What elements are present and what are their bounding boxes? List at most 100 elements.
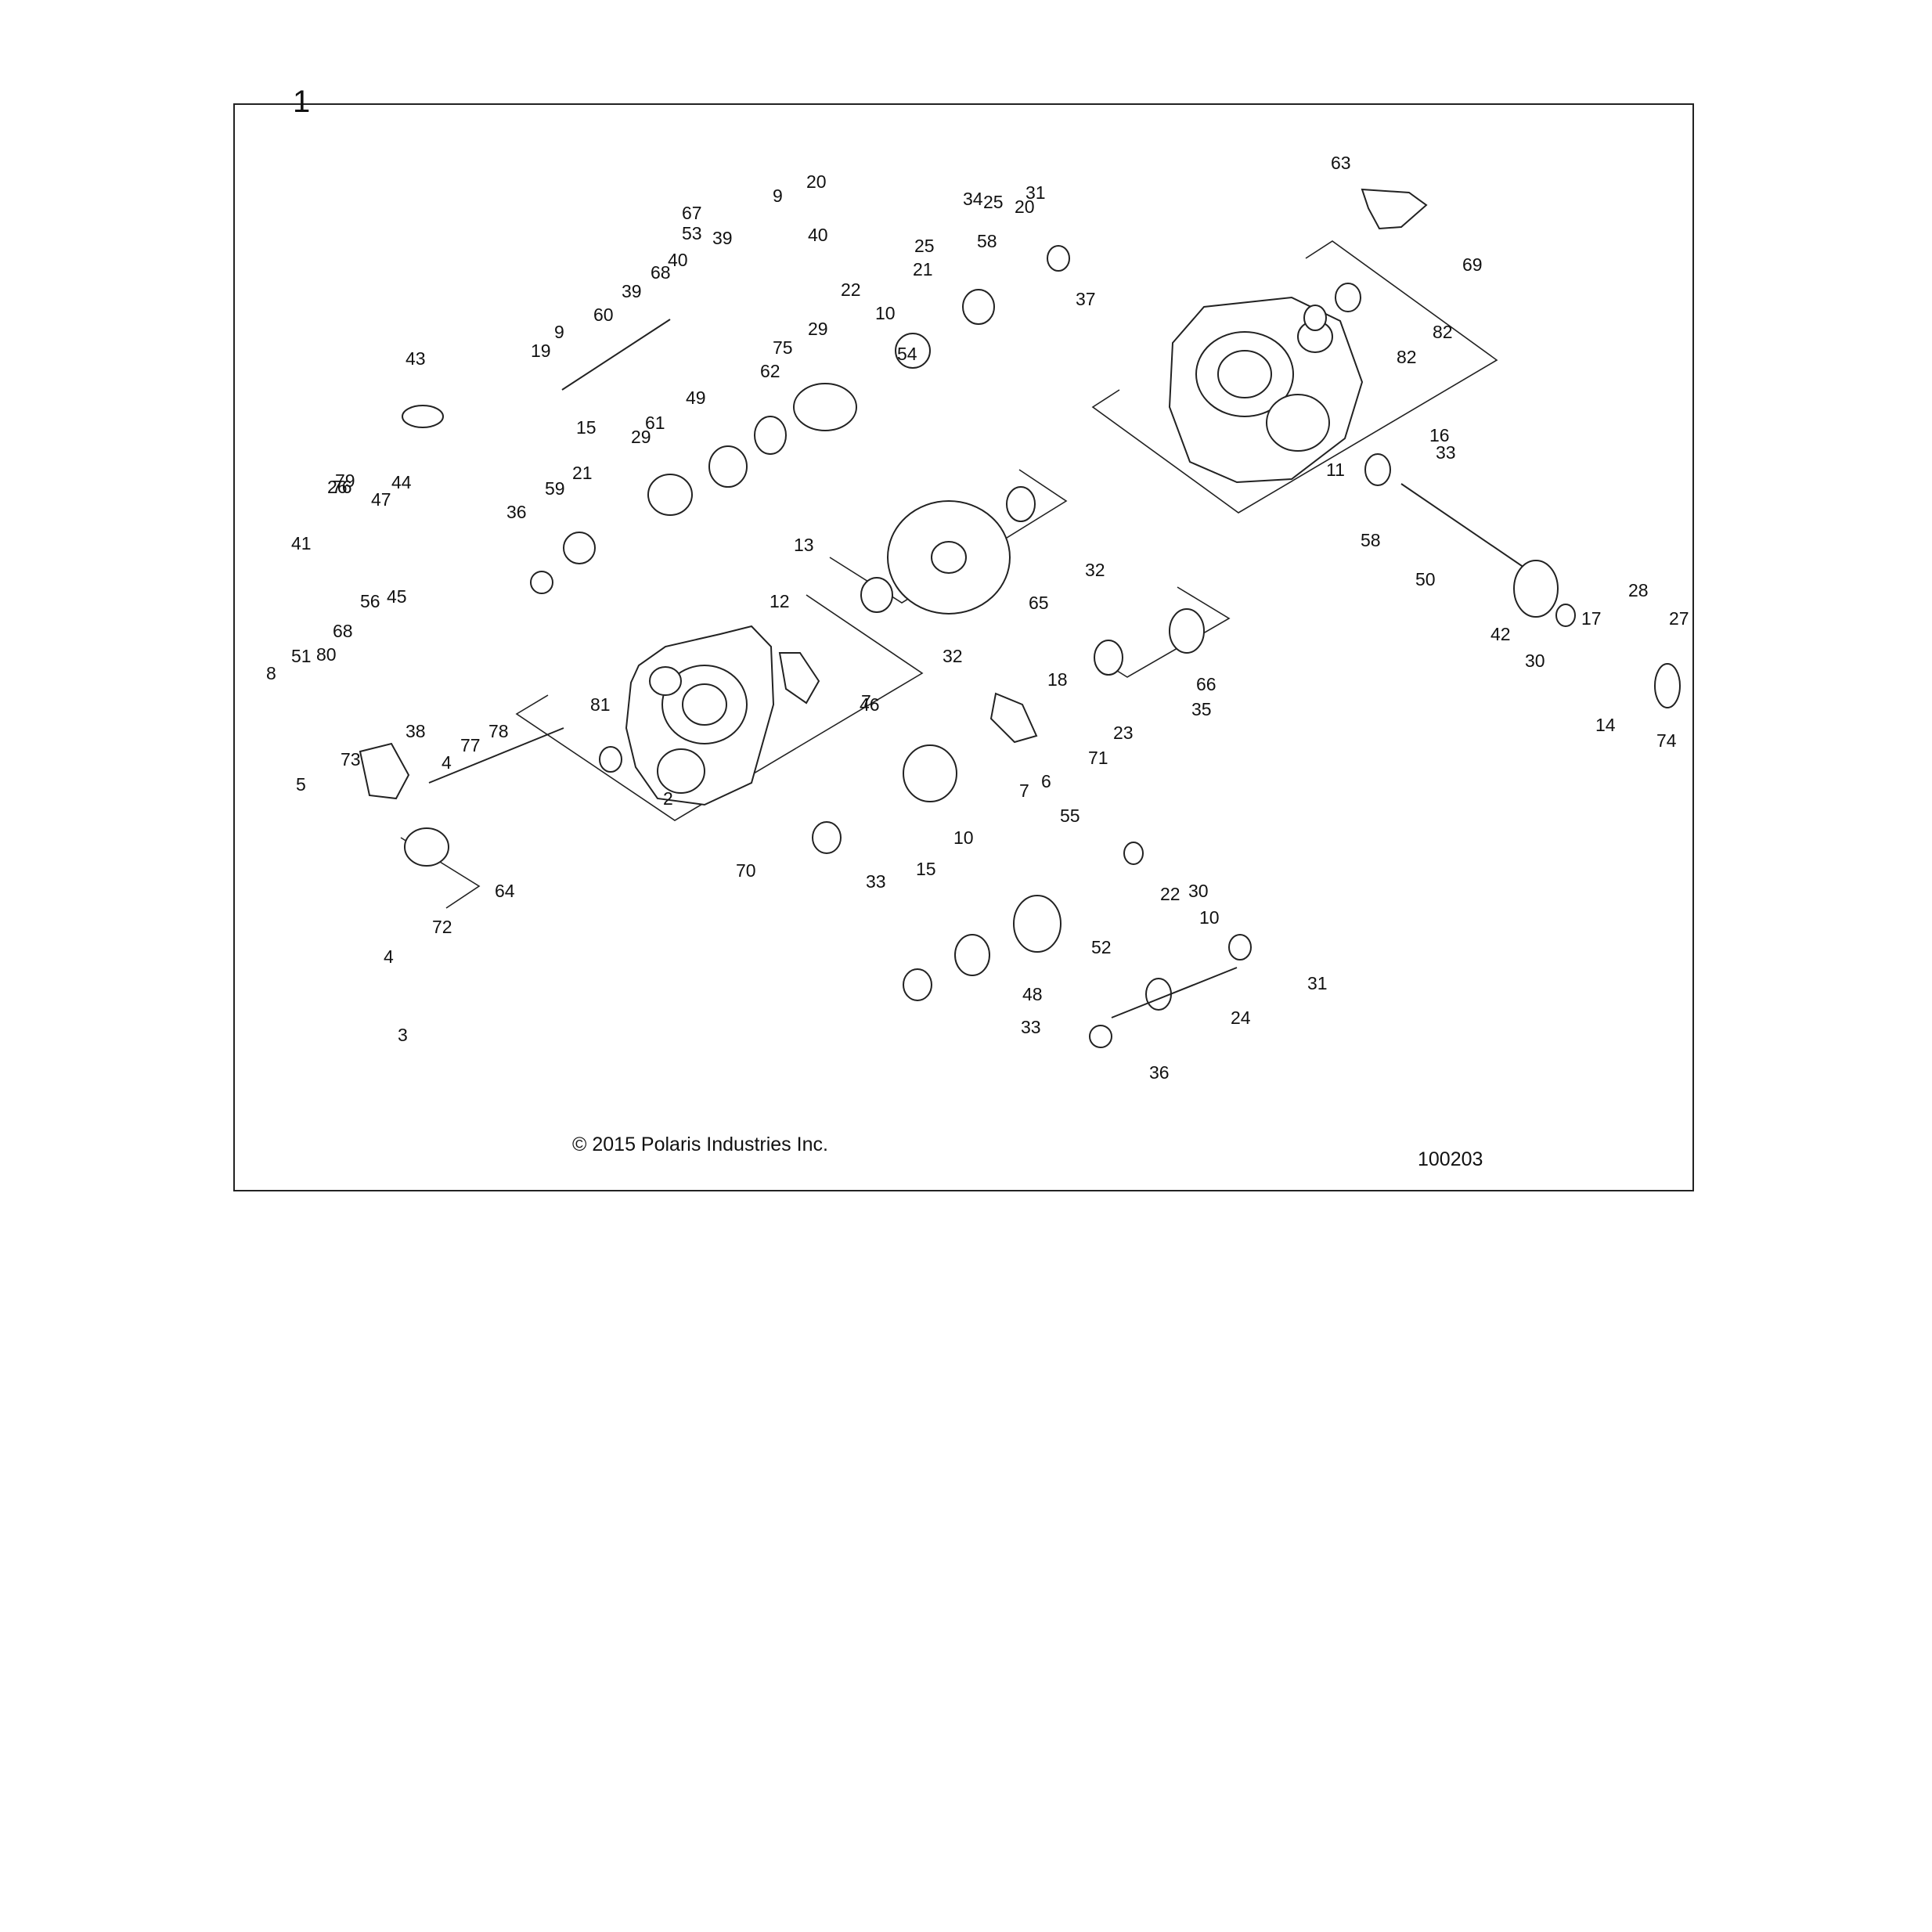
callout-label-15: 15 — [916, 859, 936, 879]
callout-label-55: 55 — [1060, 806, 1080, 826]
case-housing-front — [625, 625, 775, 806]
callout-label-77: 77 — [460, 735, 481, 755]
callout-label-31: 31 — [1025, 182, 1046, 203]
callout-label-81: 81 — [590, 694, 611, 715]
callout-label-32: 32 — [1085, 560, 1105, 580]
callout-label-10: 10 — [953, 827, 974, 848]
callout-label-32: 32 — [943, 646, 963, 666]
coupler-42 — [1513, 560, 1559, 618]
callout-label-74: 74 — [1656, 730, 1677, 751]
bearing-33c — [1364, 453, 1391, 486]
callout-label-33: 33 — [1021, 1017, 1041, 1037]
callout-label-3: 3 — [398, 1025, 408, 1045]
bracket-74 — [359, 742, 410, 800]
callout-label-39: 39 — [622, 281, 642, 301]
callout-label-59: 59 — [545, 478, 565, 499]
callout-label-68: 68 — [651, 262, 671, 283]
copyright-notice: © 2015 Polaris Industries Inc. — [572, 1134, 828, 1155]
shift-drum-43 — [402, 405, 444, 428]
seal-82b — [599, 746, 622, 773]
callout-label-10: 10 — [875, 303, 896, 323]
seal-82a — [1303, 305, 1327, 331]
callout-label-75: 75 — [773, 337, 793, 358]
callout-label-29: 29 — [631, 427, 651, 447]
callout-label-78: 78 — [488, 721, 509, 741]
callout-label-82: 82 — [1433, 322, 1453, 342]
bearing-33a — [812, 821, 842, 854]
callout-label-27: 27 — [1669, 608, 1689, 629]
bearing-30a — [1123, 842, 1144, 865]
bearing-83 — [1335, 283, 1361, 312]
cover-53 — [404, 827, 449, 867]
callout-label-30: 30 — [1188, 881, 1209, 901]
callout-label-52: 52 — [1091, 937, 1112, 957]
callout-label-10: 10 — [1199, 907, 1220, 928]
callout-label-48: 48 — [1022, 984, 1043, 1004]
callout-label-39: 39 — [712, 228, 733, 248]
figure-id: 100203 — [1418, 1148, 1483, 1170]
sprocket-63 — [754, 416, 787, 455]
callout-label-33: 33 — [1436, 442, 1456, 463]
callout-label-72: 72 — [432, 917, 452, 937]
diagram-frame — [233, 103, 1694, 1191]
bearing-32a — [1006, 486, 1036, 522]
callout-label-2: 2 — [663, 788, 673, 809]
gear-75 — [1654, 663, 1681, 708]
bearing-36b — [1089, 1025, 1112, 1048]
group-box-71 — [515, 594, 924, 821]
callout-label-40: 40 — [668, 250, 688, 270]
bearing-33b — [903, 968, 932, 1001]
callout-label-17: 17 — [1581, 608, 1602, 629]
callout-label-15: 15 — [576, 417, 597, 438]
callout-label-43: 43 — [406, 348, 426, 369]
callout-label-9: 9 — [554, 322, 564, 342]
callout-label-46: 46 — [860, 694, 880, 715]
callout-label-79: 79 — [335, 470, 355, 491]
plate-46 — [778, 652, 820, 705]
callout-label-26: 26 — [327, 477, 348, 497]
callout-label-36: 36 — [1149, 1062, 1170, 1083]
bearing-32b — [860, 577, 893, 613]
callout-label-47: 47 — [371, 489, 391, 510]
callout-label-5: 5 — [296, 774, 306, 795]
gasket-72 — [989, 692, 1038, 744]
callout-label-11: 11 — [1326, 460, 1345, 480]
callout-label-50: 50 — [1415, 569, 1436, 589]
gear-55 — [895, 333, 931, 369]
callout-label-21: 21 — [572, 463, 593, 483]
callout-label-53: 53 — [682, 223, 702, 243]
callout-label-16: 16 — [1429, 425, 1450, 445]
gear-56 — [903, 744, 957, 802]
callout-label-54: 54 — [897, 344, 917, 364]
bearing-35 — [1094, 640, 1123, 676]
chain-76 — [793, 383, 857, 431]
bearing-31a — [1047, 245, 1070, 272]
callout-label-60: 60 — [593, 305, 614, 325]
callout-label-64: 64 — [495, 881, 515, 901]
callout-label-56: 56 — [360, 591, 380, 611]
callout-label-4: 4 — [442, 752, 452, 773]
callout-label-58: 58 — [977, 231, 997, 251]
callout-label-25: 25 — [983, 192, 1004, 212]
callout-label-13: 13 — [794, 535, 814, 555]
callout-label-80: 80 — [316, 644, 337, 665]
callout-label-41: 41 — [291, 533, 312, 553]
callout-label-67: 67 — [682, 203, 702, 223]
sheet-number: 1 — [293, 85, 311, 119]
gear-60 — [563, 532, 596, 564]
callout-label-25: 25 — [914, 236, 935, 256]
callout-label-40: 40 — [808, 225, 828, 245]
gear-49 — [708, 445, 748, 488]
callout-label-51: 51 — [291, 646, 312, 666]
callout-label-33: 33 — [866, 871, 886, 892]
callout-label-28: 28 — [1628, 580, 1649, 600]
callout-label-20: 20 — [1015, 196, 1035, 217]
callout-label-62: 62 — [760, 361, 780, 381]
callout-label-31: 31 — [1307, 973, 1328, 993]
gear-48 — [954, 934, 990, 976]
callout-label-24: 24 — [1231, 1007, 1251, 1028]
callout-label-73: 73 — [341, 749, 361, 770]
callout-label-21: 21 — [913, 259, 933, 279]
callout-label-30: 30 — [1525, 651, 1545, 671]
callout-label-12: 12 — [770, 591, 790, 611]
